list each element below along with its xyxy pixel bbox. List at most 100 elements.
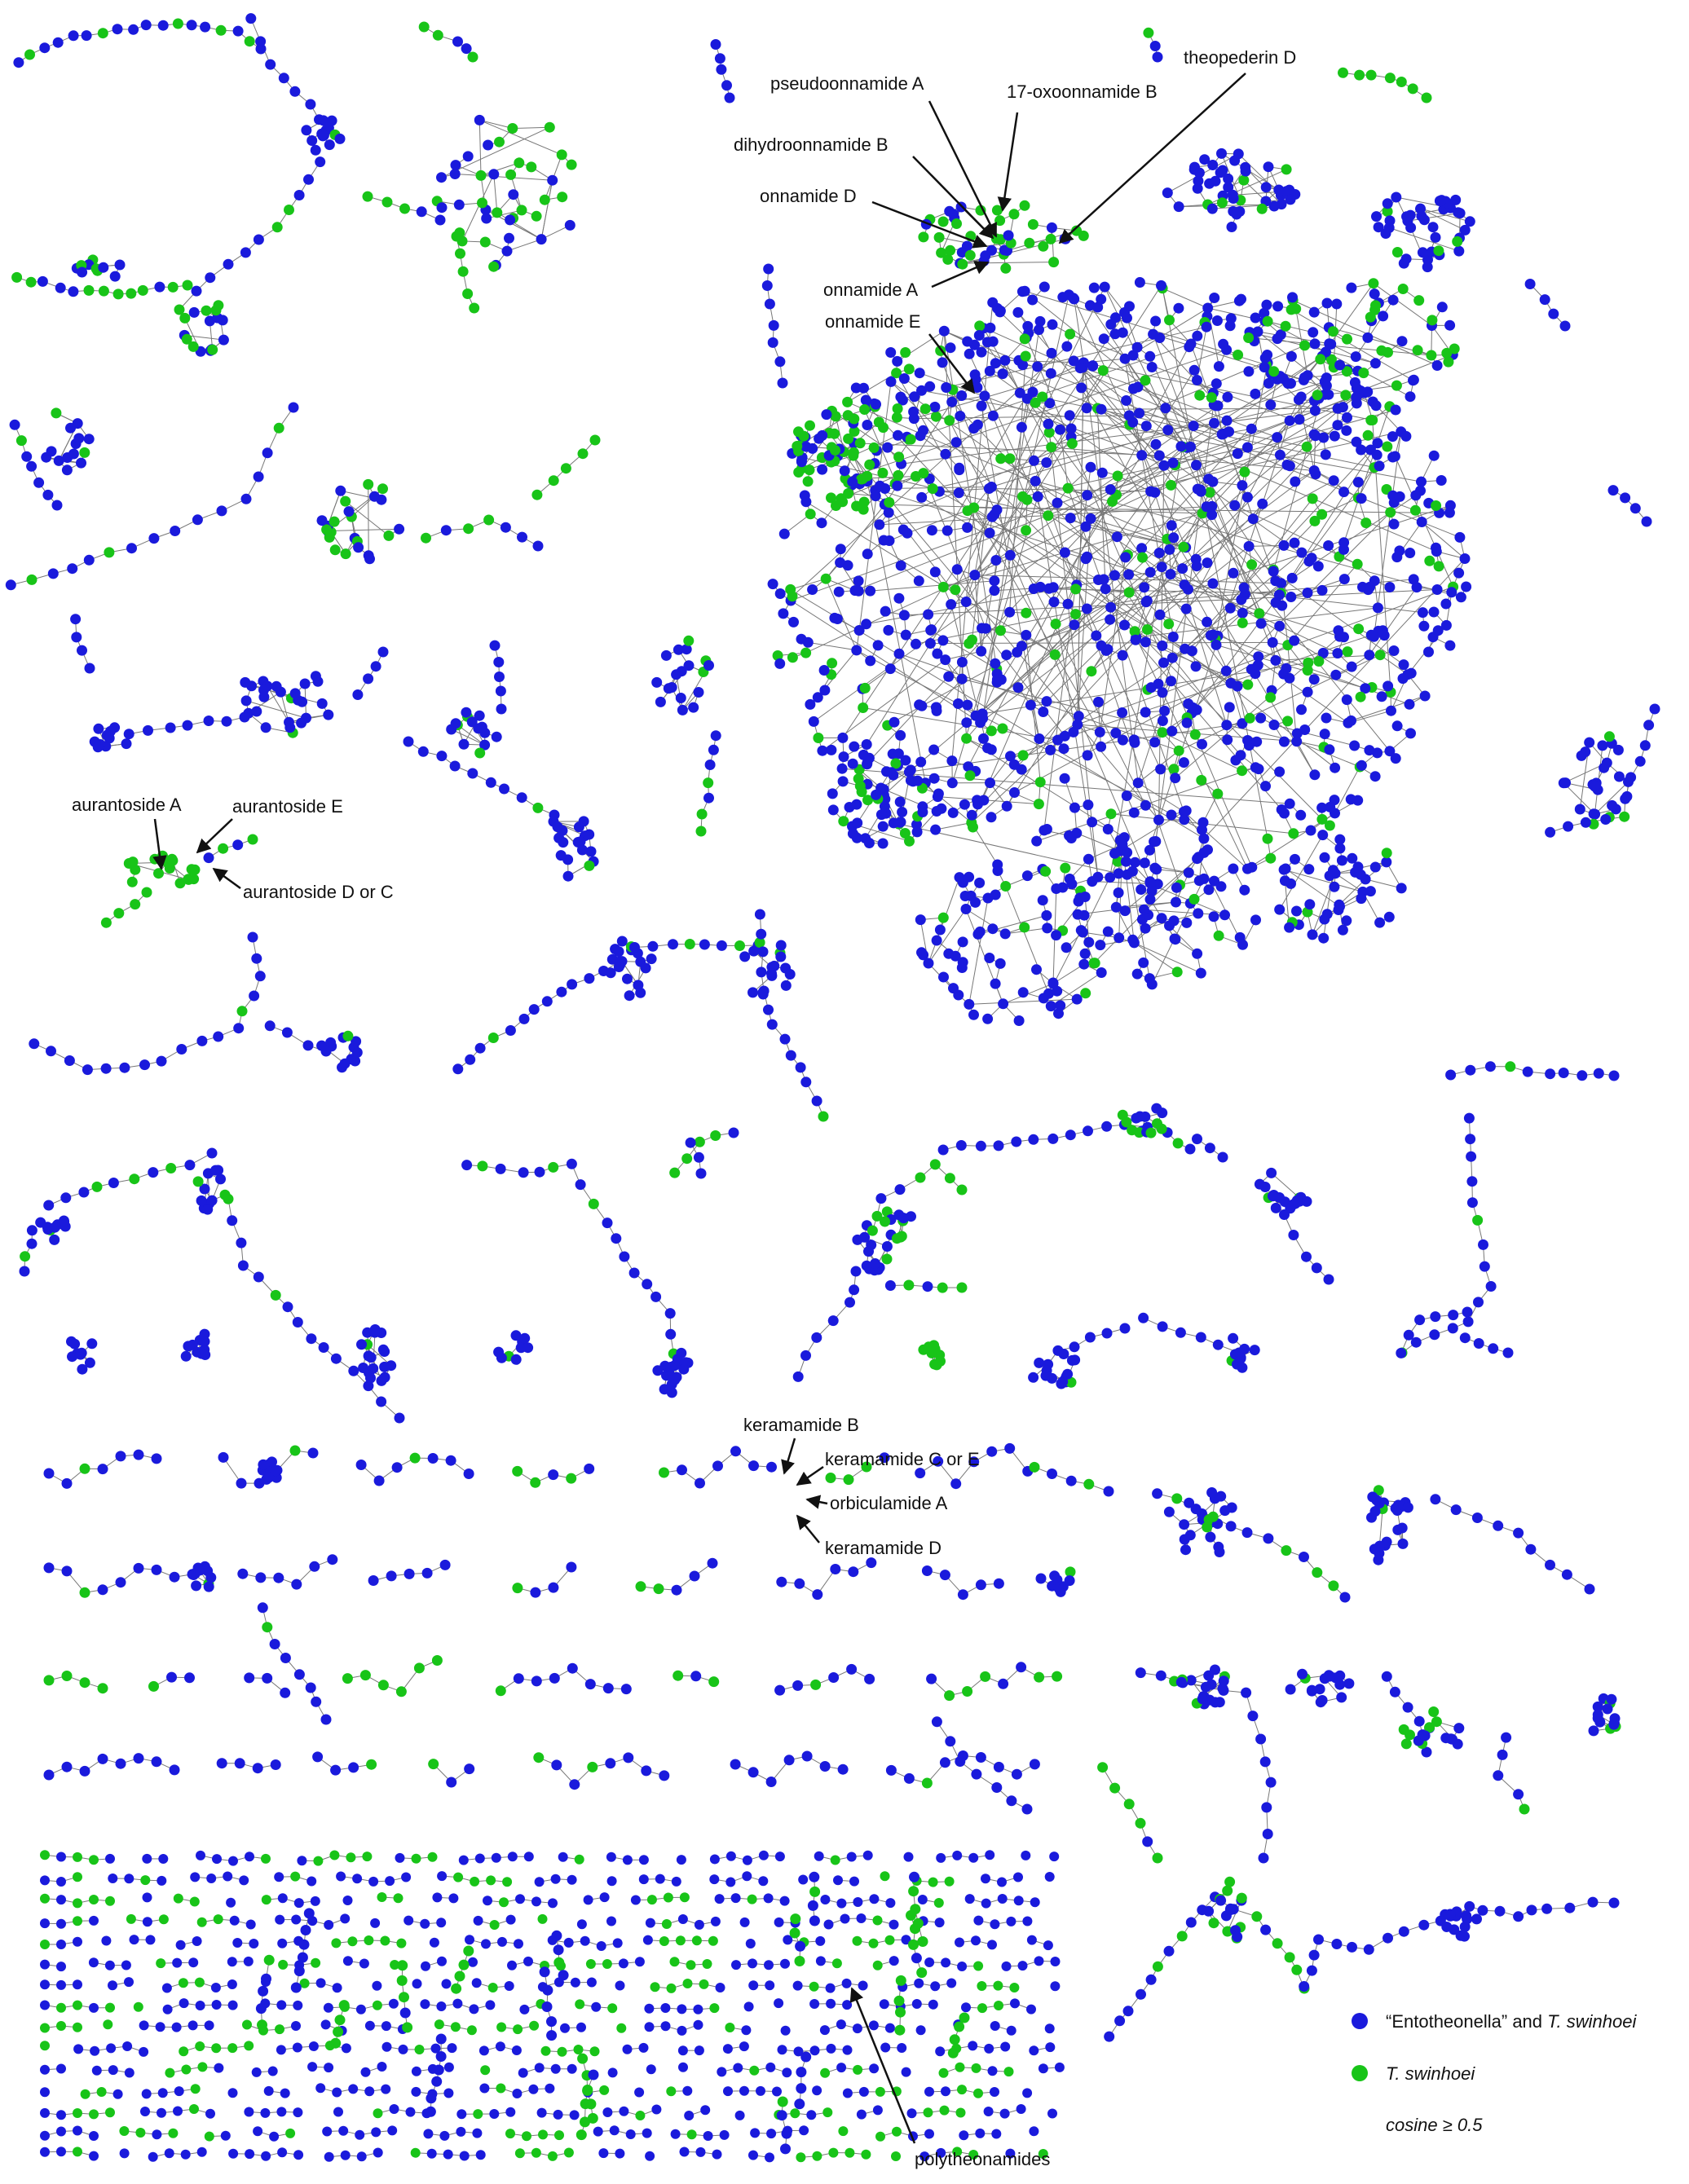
network-node (937, 357, 948, 368)
network-node (1153, 548, 1165, 558)
network-node (1372, 602, 1383, 614)
network-node (962, 522, 973, 533)
network-node (1260, 182, 1272, 193)
network-node (1229, 155, 1241, 166)
network-node (1353, 623, 1365, 635)
network-edge (974, 575, 982, 652)
network-node (1105, 484, 1116, 495)
network-node (1140, 375, 1151, 386)
network-edge (867, 501, 1113, 764)
network-node (1032, 361, 1043, 372)
network-node (1329, 881, 1340, 892)
network-edge (1171, 435, 1316, 486)
network-node (1022, 320, 1034, 332)
network-node (1284, 672, 1295, 684)
network-node (1053, 1008, 1064, 1019)
network-node (990, 555, 1002, 566)
network-node (1428, 606, 1440, 618)
network-node (1087, 876, 1098, 887)
network-node (851, 799, 862, 810)
network-node (1369, 288, 1380, 300)
network-node (862, 548, 873, 560)
network-node (1390, 404, 1401, 416)
network-edge (931, 604, 952, 630)
network-node (1012, 306, 1024, 318)
network-node (1279, 808, 1290, 819)
network-node (1254, 608, 1265, 619)
network-node (1440, 619, 1452, 631)
network-node (1228, 863, 1239, 874)
network-node (1017, 987, 1029, 998)
network-node (1323, 540, 1334, 551)
network-node (1119, 353, 1131, 364)
network-node (1294, 414, 1305, 425)
network-node (991, 205, 1003, 216)
network-node (987, 923, 999, 935)
network-node (1040, 865, 1052, 877)
network-node (946, 755, 958, 767)
network-node (880, 605, 891, 617)
network-node (990, 658, 1001, 669)
network-node (1156, 913, 1167, 924)
network-node (1134, 407, 1145, 419)
network-edge (367, 1344, 382, 1381)
network-node (944, 415, 955, 426)
network-node (1365, 311, 1376, 323)
network-edge (939, 488, 990, 492)
network-node (951, 218, 962, 229)
network-node (1192, 948, 1203, 959)
network-node (1168, 764, 1180, 775)
network-node (1272, 333, 1283, 345)
network-edge (898, 653, 1180, 751)
network-node (943, 948, 955, 959)
network-node (1341, 915, 1352, 927)
network-node (1237, 765, 1248, 777)
network-node (1369, 771, 1381, 782)
network-node (1166, 652, 1178, 663)
network-node (1102, 926, 1114, 937)
network-node (827, 658, 838, 669)
network-node (1043, 988, 1054, 999)
network-node (1037, 895, 1048, 906)
network-node (1373, 222, 1384, 233)
network-node (986, 812, 997, 823)
network-node (1332, 420, 1343, 431)
network-node (1030, 475, 1041, 487)
network-node (994, 306, 1006, 316)
network-node (1083, 799, 1094, 811)
network-node (962, 699, 973, 711)
network-node (1255, 618, 1267, 629)
network-node (1270, 654, 1281, 666)
network-node (1321, 909, 1333, 920)
network-node (847, 758, 858, 769)
network-node (1223, 182, 1234, 193)
network-node (1064, 830, 1074, 841)
network-node (1203, 884, 1215, 896)
network-node (1136, 543, 1148, 554)
network-node (1046, 222, 1057, 233)
network-node (1129, 626, 1140, 637)
network-node (1096, 467, 1108, 478)
network-node (1140, 799, 1151, 811)
network-node (1150, 438, 1162, 450)
network-node (1128, 734, 1140, 746)
network-node (959, 799, 970, 810)
network-node (1038, 707, 1049, 717)
network-node (1365, 886, 1376, 897)
network-edge (480, 162, 519, 176)
network-node (1193, 167, 1205, 178)
network-node (827, 788, 838, 799)
network-node (1369, 358, 1381, 369)
network-node (842, 396, 853, 407)
network-node (1385, 507, 1396, 518)
network-node (937, 912, 949, 923)
network-node (1117, 734, 1128, 746)
network-edge (1074, 298, 1084, 363)
network-edge (965, 909, 1006, 935)
network-node (804, 465, 815, 476)
network-edge (959, 262, 1054, 264)
network-node (1237, 718, 1248, 729)
network-node (1436, 302, 1448, 313)
network-edge (1192, 498, 1313, 652)
network-node (1181, 917, 1193, 928)
